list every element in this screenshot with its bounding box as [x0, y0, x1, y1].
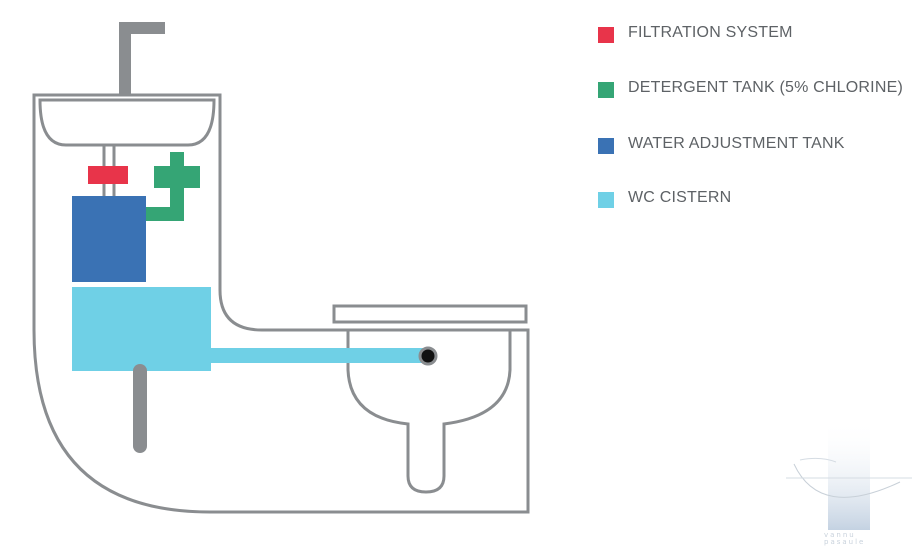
water-adjustment-tank	[72, 196, 146, 282]
faucet	[119, 22, 165, 96]
watermark-graphic	[786, 420, 912, 530]
filtration-system	[88, 166, 128, 184]
legend-label-filtration: FILTRATION SYSTEM	[628, 24, 793, 41]
watermark-logo: vannu pasaule	[780, 420, 916, 550]
legend-swatch-filtration	[598, 27, 614, 43]
legend-swatch-detergent	[598, 82, 614, 98]
watermark-line-2: pasaule	[824, 538, 866, 546]
watermark-line-1: vannu	[824, 531, 856, 539]
flush-outlet	[418, 346, 438, 366]
wc-cistern	[72, 287, 211, 371]
legend-item-detergent: DETERGENT TANK (5% CHLORINE)	[598, 79, 903, 99]
legend-item-filtration: FILTRATION SYSTEM	[598, 24, 898, 44]
legend-label-adjustment: WATER ADJUSTMENT TANK	[628, 135, 845, 152]
toilet-seat	[332, 304, 528, 324]
legend-swatch-adjustment	[598, 138, 614, 154]
detergent-tank	[146, 152, 200, 221]
toilet-bowl	[346, 330, 512, 494]
unit-housing-outline	[32, 93, 530, 514]
legend-label-cistern: WC CISTERN	[628, 189, 732, 206]
legend-item-adjustment: WATER ADJUSTMENT TANK	[598, 135, 898, 155]
watermark-text: vannu pasaule	[824, 532, 865, 546]
legend-swatch-cistern	[598, 192, 614, 208]
flush-pipe	[211, 348, 427, 363]
sink-basin	[38, 98, 216, 147]
legend-item-cistern: WC CISTERN	[598, 189, 898, 209]
legend-label-detergent: DETERGENT TANK (5% CHLORINE)	[628, 79, 903, 96]
